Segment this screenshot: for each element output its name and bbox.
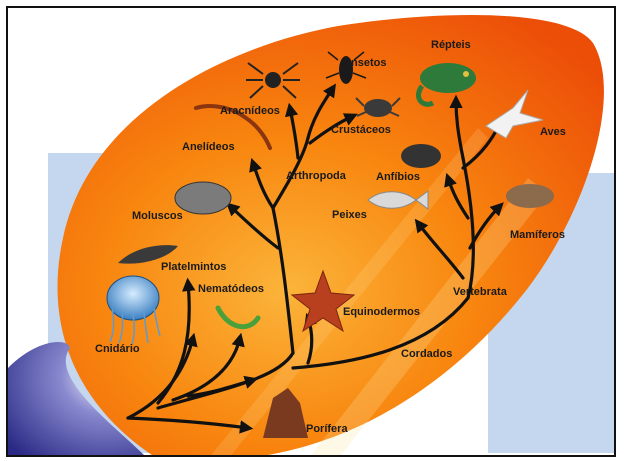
label-aves: Aves [540, 126, 566, 138]
label-anfibios: Anfíbios [376, 171, 420, 183]
label-moluscos: Moluscos [132, 210, 183, 222]
label-mamiferos: Mamíferos [510, 229, 565, 241]
label-cordados: Cordados [401, 348, 452, 360]
label-aracnideos: Aracnídeos [220, 105, 280, 117]
label-peixes: Peixes [332, 209, 367, 221]
label-insetos: Insetos [348, 57, 387, 69]
frog-icon [401, 144, 441, 168]
label-porifera: Porífera [306, 423, 348, 435]
label-arthropoda: Arthropoda [286, 170, 347, 182]
label-anelideos: Anelídeos [182, 141, 235, 153]
figure-frame: Insetos Répteis Aracnídeos Crustáceos An… [6, 6, 616, 457]
label-platelmintos: Platelmintos [161, 261, 226, 273]
mammal-icon [506, 184, 554, 208]
label-cnidario: Cnidário [95, 343, 140, 355]
label-crustaceos: Crustáceos [331, 124, 391, 136]
label-nematodeos: Nematódeos [198, 283, 264, 295]
label-equinodermos: Equinodermos [343, 306, 420, 318]
phylogenetic-tree-diagram: Insetos Répteis Aracnídeos Crustáceos An… [8, 8, 616, 457]
shell-icon [175, 182, 231, 214]
label-vertebrata: Vertebrata [453, 286, 508, 298]
label-repteis: Répteis [431, 39, 471, 51]
